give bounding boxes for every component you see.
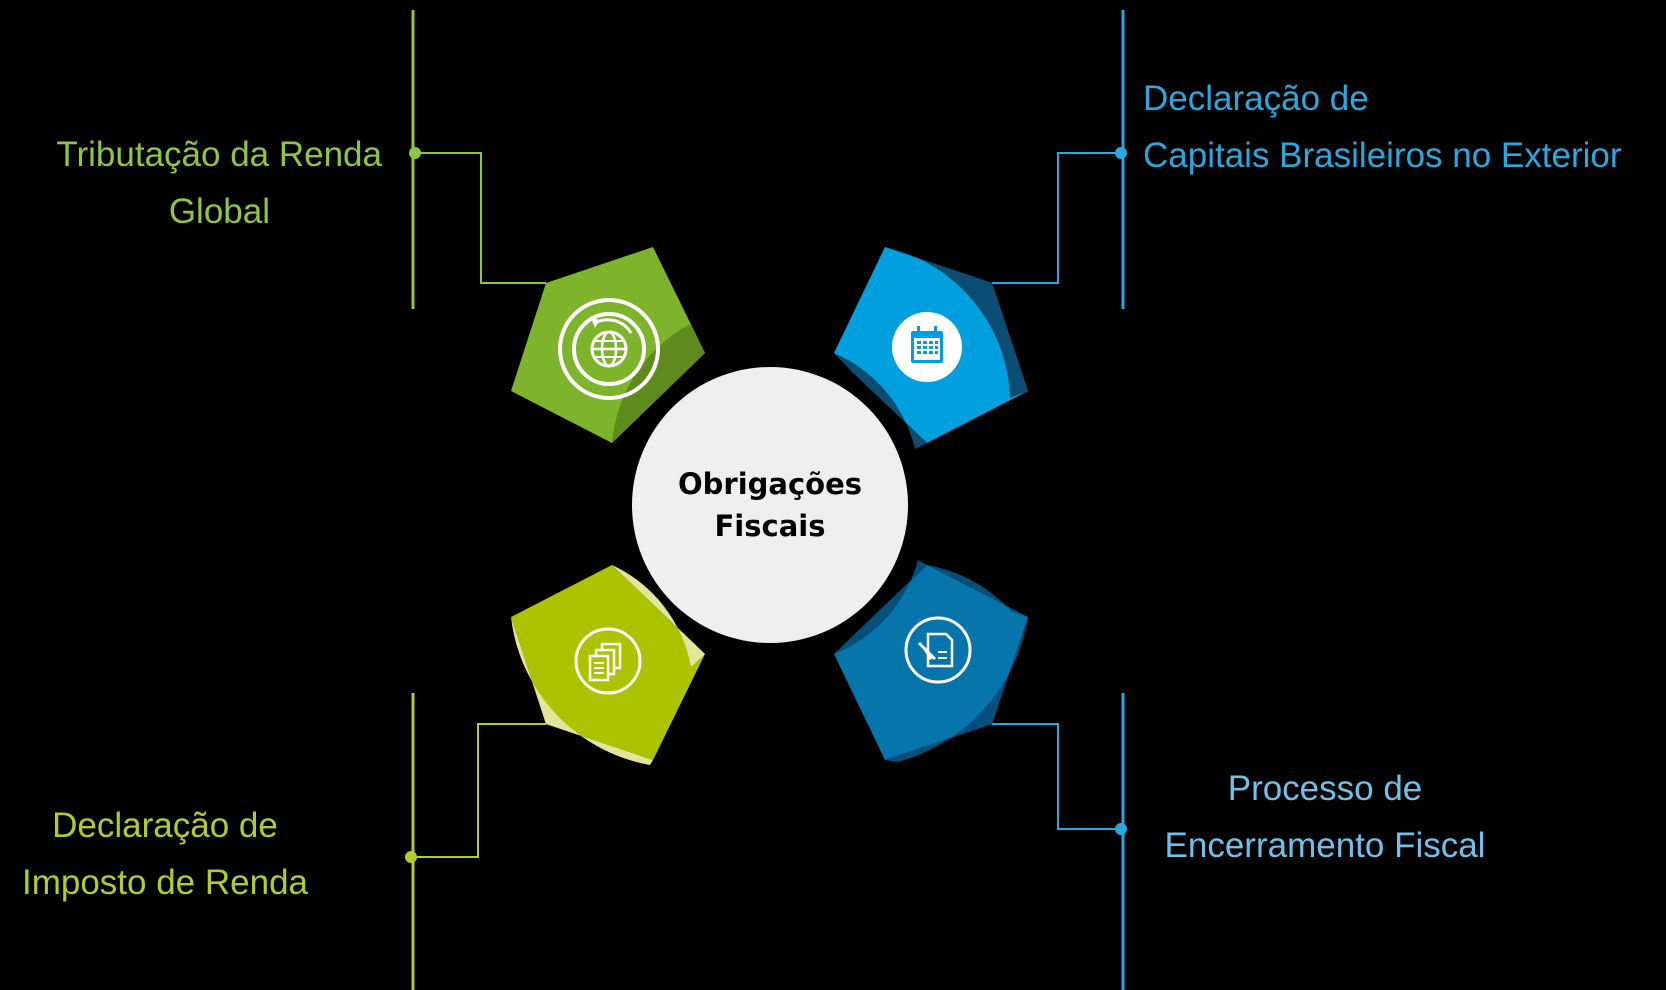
top-left-pentagon-shade [612, 324, 705, 443]
calendar-icon [892, 312, 962, 382]
topic-bottom-left [405, 565, 705, 990]
bottom-right-pentagon-shade-3 [885, 617, 1028, 762]
top-left-connector [415, 152, 546, 284]
label-bottom-left-line-2: Imposto de Renda [21, 863, 308, 902]
documents-icon [574, 627, 642, 695]
topic-top-right [834, 10, 1127, 449]
label-bottom-right-line-1: Processo de [1227, 769, 1423, 808]
top-right-pentagon-shade-inner [834, 353, 927, 449]
label-top-left: Tributação da Renda Global [0, 126, 382, 240]
bottom-left-pentagon-shade [612, 565, 705, 667]
document-edit-icon [904, 616, 972, 684]
center-disc [632, 367, 908, 643]
topic-bottom-right [834, 560, 1127, 990]
label-bottom-left-line-1: Declaração de [52, 806, 278, 845]
label-bottom-right: Processo de Encerramento Fiscal [1140, 760, 1510, 874]
label-top-left-line-1: Tributação da Renda [56, 135, 382, 174]
bottom-right-connector [992, 723, 1121, 830]
top-left-dot [409, 147, 421, 159]
label-bottom-right-line-2: Encerramento Fiscal [1164, 826, 1486, 865]
top-right-pentagon-shade [885, 247, 1028, 398]
bottom-right-dot [1115, 823, 1127, 835]
label-top-right-line-2: Capitais Brasileiros no Exterior [1143, 136, 1622, 175]
bottom-left-dot [405, 851, 417, 863]
topic-top-left [409, 10, 705, 443]
top-right-dot [1115, 147, 1127, 159]
label-top-left-line-2: Global [168, 192, 270, 231]
bottom-right-pentagon-shade [927, 565, 1028, 617]
bottom-right-pentagon-shade-2 [834, 560, 927, 654]
center-title-line-1: Obrigações [677, 467, 863, 501]
bottom-left-connector [411, 723, 546, 858]
center-title: Obrigações Fiscais [632, 367, 908, 643]
label-bottom-left: Declaração de Imposto de Renda [0, 797, 330, 911]
globe-refresh-icon [558, 298, 660, 400]
label-top-right-line-1: Declaração de [1143, 79, 1369, 118]
center-title-line-2: Fiscais [714, 509, 826, 543]
label-top-right: Declaração de Capitais Brasileiros no Ex… [1143, 70, 1622, 184]
top-right-connector [992, 152, 1121, 284]
